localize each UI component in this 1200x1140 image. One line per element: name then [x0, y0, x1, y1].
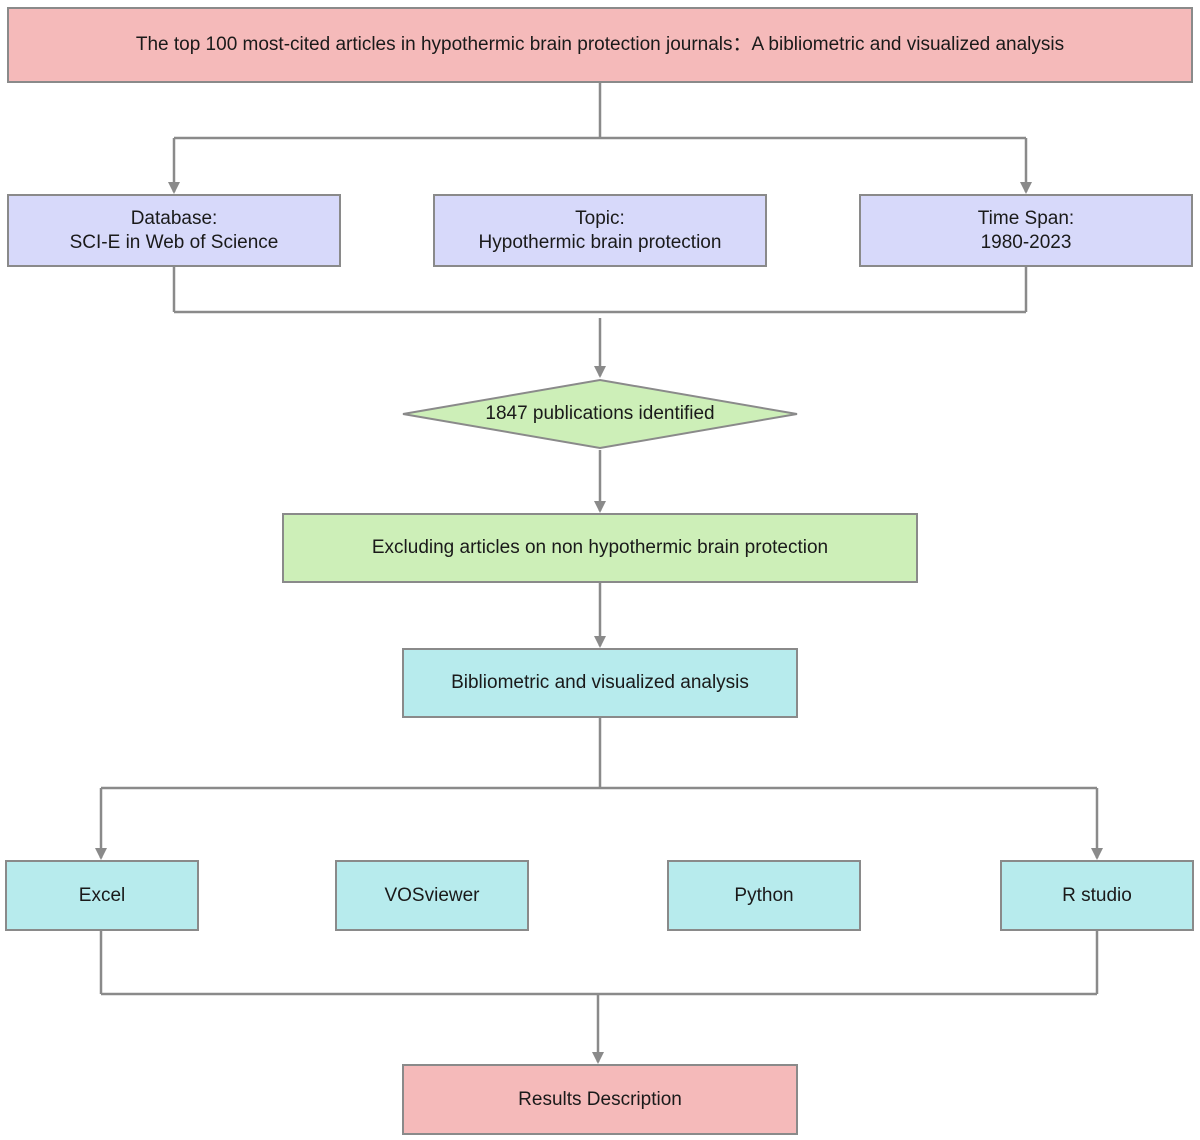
timespan-box: Time Span: 1980-2023 [859, 194, 1193, 267]
exclusion-box: Excluding articles on non hypothermic br… [282, 513, 918, 583]
tool-python-text: Python [734, 884, 794, 906]
analysis-box: Bibliometric and visualized analysis [402, 648, 798, 718]
diamond-shape [402, 378, 798, 450]
topic-value: Hypothermic brain protection [478, 231, 722, 253]
tool-excel-box: Excel [5, 860, 199, 931]
database-value: SCI-E in Web of Science [69, 231, 279, 253]
tool-python-box: Python [667, 860, 861, 931]
results-text: Results Description [518, 1088, 682, 1110]
identified-diamond: 1847 publications identified [400, 378, 800, 450]
tool-vosviewer-text: VOSviewer [384, 884, 480, 906]
analysis-text: Bibliometric and visualized analysis [451, 672, 749, 693]
database-box: Database: SCI-E in Web of Science [7, 194, 341, 267]
tool-excel-text: Excel [78, 884, 126, 906]
topic-label: Topic: [575, 207, 625, 229]
topic-box: Topic: Hypothermic brain protection [433, 194, 767, 267]
timespan-value: 1980-2023 [980, 231, 1072, 253]
title-text: The top 100 most-cited articles in hypot… [135, 34, 1065, 55]
identified-text: 1847 publications identified [485, 403, 715, 424]
results-box: Results Description [402, 1064, 798, 1135]
tool-rstudio-box: R studio [1000, 860, 1194, 931]
tool-rstudio-text: R studio [1062, 884, 1132, 906]
timespan-label: Time Span: [977, 207, 1075, 229]
database-label: Database: [130, 207, 218, 229]
exclusion-text: Excluding articles on non hypothermic br… [371, 537, 829, 558]
title-box: The top 100 most-cited articles in hypot… [7, 7, 1193, 83]
tool-vosviewer-box: VOSviewer [335, 860, 529, 931]
